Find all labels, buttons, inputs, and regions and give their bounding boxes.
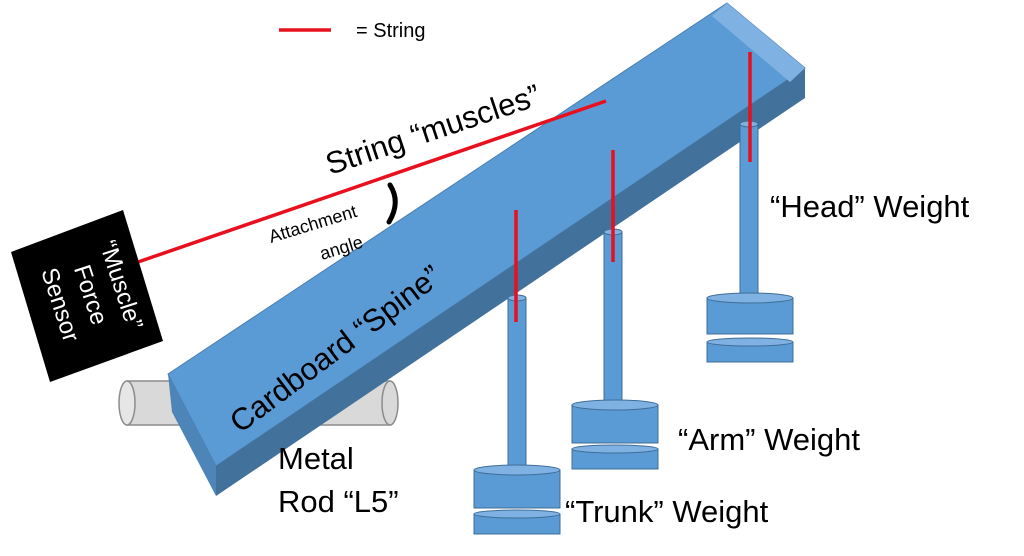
sensor-box: [11, 210, 163, 382]
arm-weight: [571, 228, 659, 470]
arm-weight-disc-lower-top: [571, 444, 659, 454]
trunk-weight: [473, 294, 561, 535]
arm-weight-disc-upper: [571, 404, 659, 444]
strings: [137, 52, 752, 322]
head-weight-disc-upper-top: [706, 292, 794, 304]
head-weight-label: “Head” Weight: [770, 189, 970, 224]
head-weight: [706, 120, 794, 363]
muscle-string: [137, 99, 607, 264]
head-weight-disc-lower-top: [706, 337, 794, 347]
metal-rod-label-line2: Rod “L5”: [278, 484, 399, 519]
rod-back-end: [381, 380, 399, 426]
beam-left-end: [168, 374, 216, 496]
trunk-weight-disc-upper: [473, 469, 561, 509]
attachment-angle-arc: [386, 182, 398, 225]
beam-bottom-face: [216, 68, 805, 496]
trunk-weight-shaft: [507, 297, 527, 471]
trunk-weight-disc-upper-top: [473, 464, 561, 476]
head-weight-disc-upper: [706, 297, 794, 335]
trunk-weight-disc-lower-top: [473, 509, 561, 519]
trunk-weight-label: “Trunk” Weight: [565, 494, 769, 529]
beam-top-end: [712, 3, 805, 82]
cardboard-spine-beam: [167, 2, 806, 496]
metal-rod-label-line1: Metal: [278, 441, 354, 476]
arm-weight-disc-upper-top: [571, 399, 659, 411]
muscle-force-sensor: “Muscle” Force Sensor: [11, 210, 163, 382]
arm-weight-label: “Arm” Weight: [678, 422, 860, 457]
legend: = String: [279, 20, 425, 42]
legend-label: = String: [356, 20, 425, 42]
rod-front-end: [118, 380, 136, 426]
